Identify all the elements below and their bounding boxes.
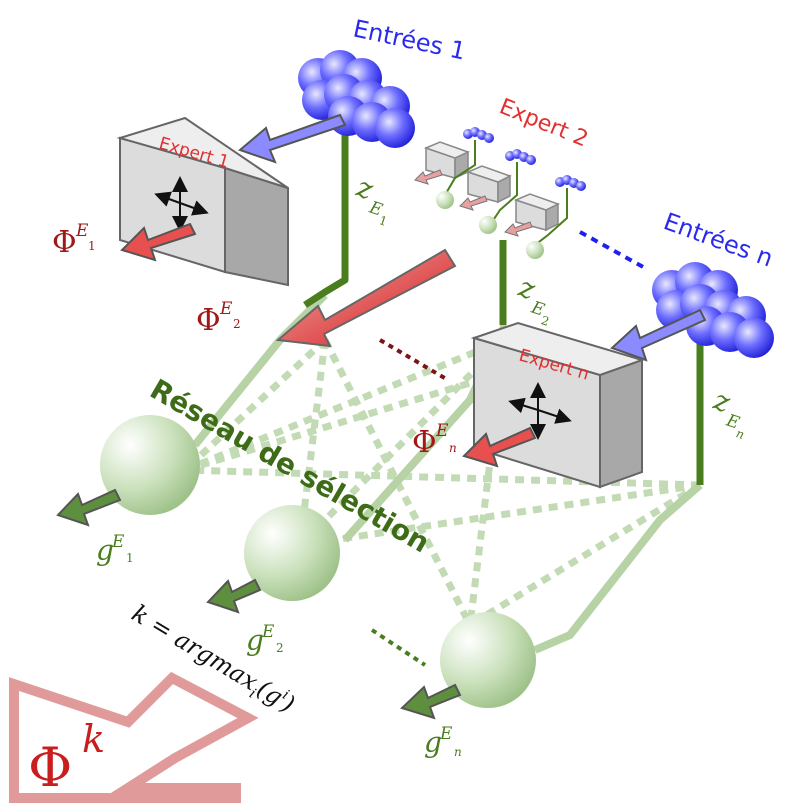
svg-text:1: 1 [377, 213, 389, 229]
inputs-n-arrow [610, 308, 707, 362]
svg-text:n: n [734, 426, 746, 442]
svg-text:2: 2 [539, 313, 551, 329]
g-en-arrow [400, 683, 462, 720]
g-e2-label: g E 2 [246, 622, 284, 657]
z-e1-label: z E 1 [352, 170, 389, 229]
svg-text:E: E [219, 299, 233, 319]
expert-2-boxes [414, 127, 586, 259]
inputs-1-arrow [238, 113, 347, 164]
result-label: Φ k [28, 717, 105, 799]
svg-text:Φ: Φ [196, 303, 221, 338]
svg-text:1: 1 [88, 239, 96, 253]
inputs-1-cluster [298, 50, 415, 148]
g-e1-arrow [56, 488, 122, 527]
svg-text:g: g [424, 726, 442, 759]
svg-text:g: g [246, 624, 264, 657]
inputs-1-label: Entrées 1 [351, 14, 468, 65]
gate-ball-1 [100, 415, 200, 515]
inputs-n-cluster [652, 262, 774, 358]
expert-ellipsis-dashes [378, 338, 450, 382]
gate-ball-2 [244, 505, 340, 601]
svg-text:E: E [111, 532, 125, 552]
gate-ball-n [440, 612, 536, 708]
phi-e2-arrow [275, 248, 457, 348]
svg-text:2: 2 [233, 317, 241, 331]
expert-2-label: Expert 2 [496, 94, 592, 152]
result-shape [9, 671, 259, 803]
z-e2-label: z E 2 [514, 270, 551, 329]
svg-text:E: E [75, 221, 89, 241]
svg-text:E: E [439, 724, 453, 744]
svg-text:1: 1 [126, 551, 134, 565]
svg-text:n: n [449, 441, 457, 455]
phi-e1-label: Φ E 1 [52, 221, 96, 260]
svg-text:k: k [82, 717, 105, 761]
gates-ellipsis-dashes [370, 628, 427, 667]
svg-text:E: E [261, 622, 275, 642]
g-e2-arrow [206, 578, 262, 614]
svg-text:2: 2 [276, 641, 284, 655]
g-en-label: g E n [424, 724, 462, 759]
phi-e1-arrow [120, 222, 197, 262]
z-en-label: z E n [709, 383, 746, 442]
svg-text:g: g [96, 534, 114, 567]
phi-en-label: Φ E n [412, 421, 457, 460]
svg-text:n: n [454, 745, 462, 759]
g-e1-label: g E 1 [96, 532, 134, 567]
phi-e2-label: Φ E 2 [196, 299, 241, 338]
phi-en-arrow [462, 426, 537, 468]
input-feed-lines [303, 110, 704, 485]
svg-text:E: E [435, 421, 449, 441]
svg-text:Φ: Φ [52, 225, 77, 260]
inputs-n-label: Entrées n [660, 207, 777, 272]
svg-text:Φ: Φ [412, 425, 437, 460]
inputs-ellipsis-dashes [579, 230, 646, 270]
svg-text:Φ: Φ [28, 736, 72, 799]
